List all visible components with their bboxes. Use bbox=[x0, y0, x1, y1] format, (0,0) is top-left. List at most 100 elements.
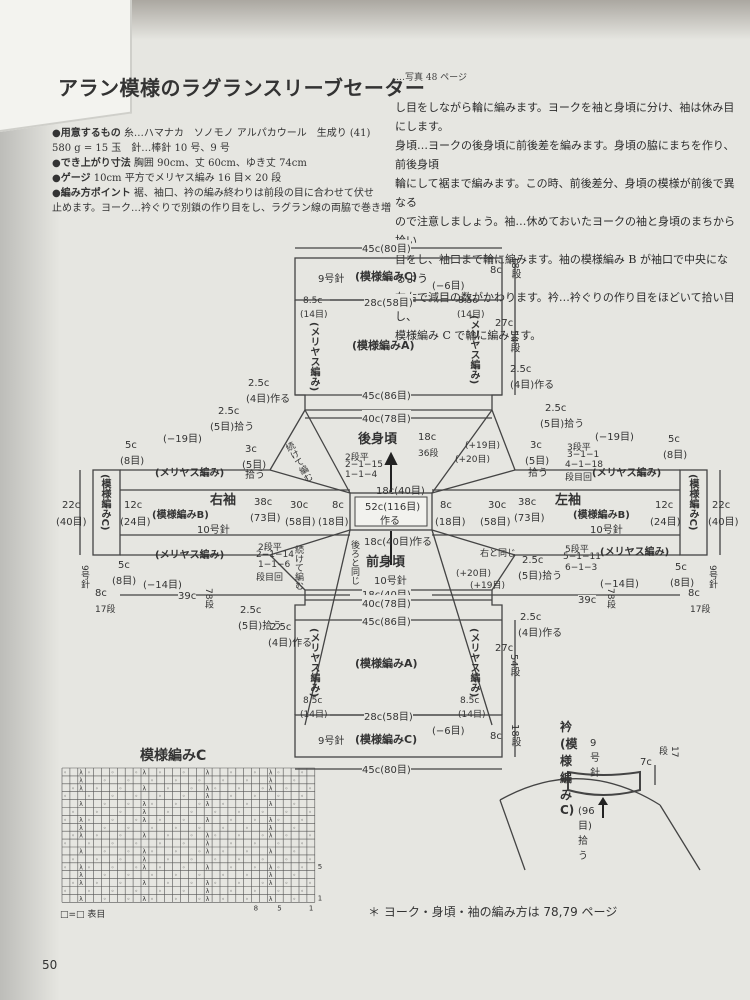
stitch-symbol: ◦ bbox=[229, 841, 233, 848]
cuff-h8-left: 8c bbox=[95, 588, 107, 599]
cuff12-right: 12c bbox=[124, 500, 143, 511]
s14-top-left: (14目) bbox=[300, 310, 328, 320]
flat3-left: 3段平 bbox=[567, 443, 591, 453]
stitch-symbol: ◦ bbox=[71, 809, 75, 816]
cuff5-tr: 5c bbox=[668, 434, 680, 445]
stitch-symbol: λ bbox=[143, 833, 147, 840]
stitch-symbol: ◦ bbox=[174, 825, 178, 832]
stitch-symbol: ◦ bbox=[95, 809, 99, 816]
cuff12-left: 12c bbox=[655, 500, 674, 511]
stitch-symbol: λ bbox=[206, 833, 210, 840]
stitch-symbol: ◦ bbox=[119, 856, 123, 863]
stitch-symbol: ◦ bbox=[166, 809, 170, 816]
instruction-line: 左右で減目の数がかわります。衿…衿ぐりの作り目をほどいて拾い目し、 bbox=[395, 291, 735, 323]
pattern-c-right-cuff: (模様編みC) bbox=[99, 474, 110, 531]
cuff17-left: 17段 bbox=[95, 605, 116, 615]
stitch-symbol: λ bbox=[79, 817, 83, 824]
stitch-symbol: ◦ bbox=[277, 864, 281, 871]
cuff-h8-right: 8c bbox=[688, 588, 700, 599]
instructions-text: し目をしながら輪に編みます。ヨークを袖と身頃に分け、袖は休み目にします。 身頃…… bbox=[395, 98, 735, 345]
stitch-symbol: ◦ bbox=[64, 841, 68, 848]
stitch-symbol: ◦ bbox=[150, 849, 154, 856]
stitch-symbol: ◦ bbox=[285, 809, 289, 816]
back-same: 後ろと同じ bbox=[349, 540, 359, 585]
cuff40-right: (40目) bbox=[56, 517, 87, 528]
stitch-symbol: ◦ bbox=[190, 785, 194, 792]
pick-right: 拾う bbox=[528, 468, 548, 479]
stitch-symbol: ◦ bbox=[285, 833, 289, 840]
stockinette-front-right: (メリヤス編み) bbox=[468, 628, 479, 698]
neck-width: 52c(116目) bbox=[365, 502, 421, 513]
stitch-symbol: λ bbox=[143, 809, 147, 816]
stitch-symbol: ◦ bbox=[87, 864, 91, 871]
materials-line: ●ゲージ 10cm 平方でメリヤス編み 16 目× 20 段 bbox=[52, 173, 282, 184]
col-number: 8 bbox=[254, 904, 258, 912]
stitch-symbol: ◦ bbox=[111, 841, 115, 848]
len39-left: 39c bbox=[178, 591, 197, 602]
stitch-symbol: ◦ bbox=[158, 888, 162, 895]
pattern-c-top: (模様編みC) bbox=[355, 270, 418, 283]
width-bottom: 45c(80目) bbox=[362, 761, 411, 776]
seq-l2: 4−1−18 bbox=[565, 460, 603, 470]
s14-bottom-left: (14目) bbox=[300, 710, 328, 720]
stitch-symbol: ◦ bbox=[64, 817, 68, 824]
stitch-symbol: ◦ bbox=[253, 770, 257, 777]
stitch-symbol: ◦ bbox=[198, 849, 202, 856]
stitch-symbol: ◦ bbox=[64, 793, 68, 800]
instruction-line: し目をしながら輪に編みます。ヨークを袖と身頃に分け、袖は休み目にします。 bbox=[395, 101, 735, 133]
stitch-symbol: ◦ bbox=[182, 841, 186, 848]
stitch-symbol: λ bbox=[143, 817, 147, 824]
cuff40-left: (40目) bbox=[708, 517, 739, 528]
stitch-symbol: λ bbox=[206, 841, 210, 848]
stitch-symbol: ◦ bbox=[174, 872, 178, 879]
stitch-symbol: ◦ bbox=[103, 777, 107, 784]
sleeve8-left: 8c bbox=[440, 500, 452, 511]
cuff22-right: 22c bbox=[62, 500, 81, 511]
cuff24-right: (24目) bbox=[120, 517, 151, 528]
s14-bottom-right: (14目) bbox=[458, 710, 486, 720]
inc20-br: (+20目) bbox=[456, 569, 492, 579]
stitch-symbol: λ bbox=[79, 833, 83, 840]
make4-tr: (4目)作る bbox=[510, 380, 555, 391]
stitch-symbol: ◦ bbox=[293, 801, 297, 808]
stitch-symbol: λ bbox=[269, 880, 273, 887]
stitch-symbol: λ bbox=[206, 849, 210, 856]
photo-reference: …写真 48 ページ bbox=[396, 73, 467, 83]
make4-br: (4目)作る bbox=[518, 628, 563, 639]
neck-18-40-bottom: 18c(40目) bbox=[364, 537, 413, 548]
stitch-symbol: ◦ bbox=[135, 888, 139, 895]
needle9-left: 9号針 bbox=[79, 565, 89, 589]
pick25-tl: 2.5c bbox=[248, 378, 270, 389]
dec19-left: (−19目) bbox=[163, 434, 202, 445]
pattern-b-left: (模様編みB) bbox=[573, 510, 630, 521]
seq-r2: 1−1−6 bbox=[258, 560, 291, 570]
stitch-symbol: λ bbox=[206, 801, 210, 808]
stitch-symbol: ◦ bbox=[277, 888, 281, 895]
stitch-symbol: ◦ bbox=[277, 817, 281, 824]
stockinette-ls-top: (メリヤス編み) bbox=[592, 468, 662, 479]
row-number: 1 bbox=[318, 894, 322, 902]
stitch-symbol: ◦ bbox=[95, 785, 99, 792]
stitch-symbol: ◦ bbox=[253, 817, 257, 824]
stitch-symbol: ◦ bbox=[253, 888, 257, 895]
chart-title: 模様編みC bbox=[140, 748, 207, 764]
inc20-tr: (+20目) bbox=[455, 455, 491, 465]
stitch-symbol: λ bbox=[269, 770, 273, 777]
sleeve58-left: (58目) bbox=[480, 517, 511, 528]
stitch-symbol: ◦ bbox=[87, 841, 91, 848]
h-top: 8c bbox=[490, 265, 502, 276]
stitch-symbol: λ bbox=[143, 785, 147, 792]
w45-86-back: 45c(86目) bbox=[362, 387, 411, 402]
r3c-left: 3c bbox=[245, 444, 257, 455]
cont-knit-front: 続けて編む bbox=[293, 545, 303, 590]
stitch-symbol: ◦ bbox=[229, 864, 233, 871]
s85-top-right: 8.5c bbox=[458, 296, 478, 306]
stitch-symbol: ◦ bbox=[103, 801, 107, 808]
needle10-front: 10号針 bbox=[374, 576, 407, 587]
sleeve8-right: 8c bbox=[332, 500, 344, 511]
stitch-symbol: ◦ bbox=[293, 825, 297, 832]
stitch-symbol: λ bbox=[206, 793, 210, 800]
stitch-symbol: ◦ bbox=[135, 864, 139, 871]
front-label: 前身頃 bbox=[366, 555, 406, 570]
stitch-symbol: ◦ bbox=[237, 833, 241, 840]
